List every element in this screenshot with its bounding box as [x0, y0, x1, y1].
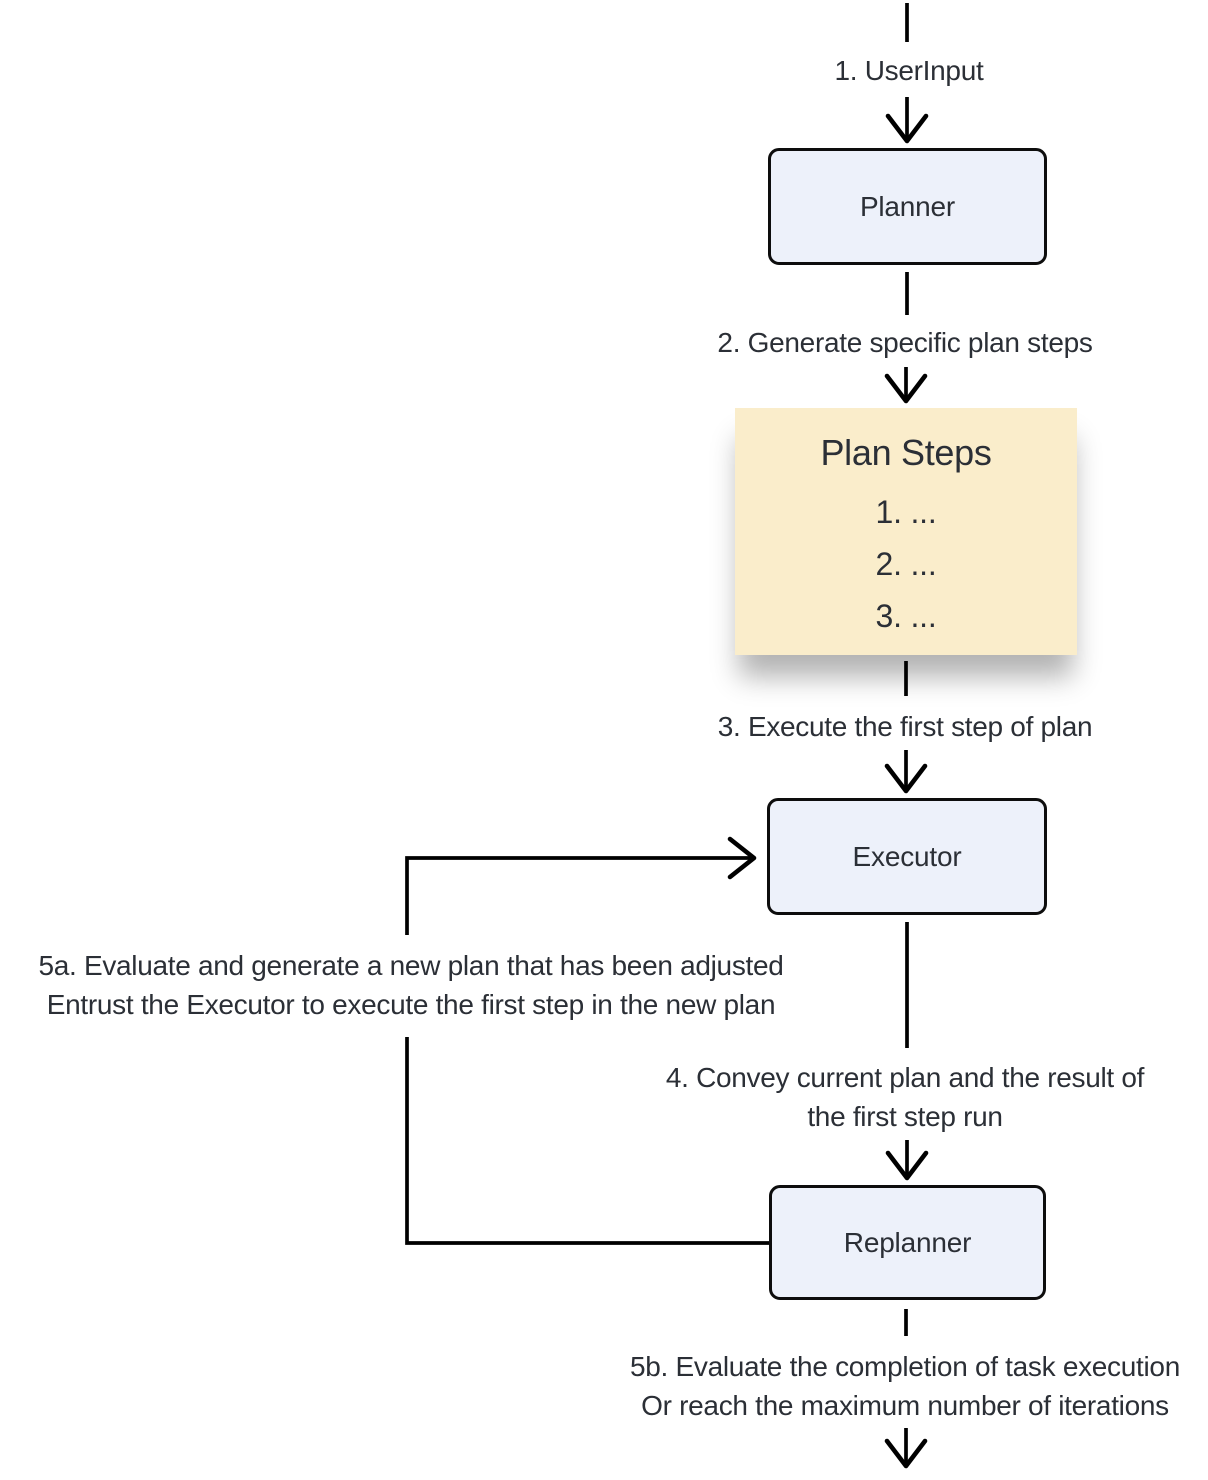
plan-steps-item-3: 3. ...	[875, 598, 937, 634]
arrowhead-down-executor-icon	[884, 763, 928, 794]
arrowhead-down-plansteps-icon	[884, 373, 928, 404]
plan-steps-item-1: 1. ...	[875, 494, 937, 530]
edge-label-step5a-line2: Entrust the Executor to execute the firs…	[46, 989, 776, 1020]
executor-node-label: Executor	[852, 840, 962, 872]
planner-node: Planner	[768, 148, 1047, 265]
edge-replanner-loop-lower-line	[405, 1037, 769, 1245]
arrowhead-right-executor-icon	[727, 836, 757, 880]
replanner-node: Replanner	[769, 1185, 1046, 1300]
executor-node: Executor	[767, 798, 1047, 915]
edge-label-step1: 1. UserInput	[834, 55, 984, 86]
edge-label-step4-line1: 4. Convey current plan and the result of	[665, 1062, 1145, 1093]
edge-label-step5b-line1: 5b. Evaluate the completion of task exec…	[630, 1351, 1180, 1382]
edge-replanner-loop-upper-line	[405, 856, 752, 935]
plan-steps-item-2: 2. ...	[875, 546, 937, 582]
replanner-node-label: Replanner	[843, 1226, 972, 1258]
edge-label-step4: 4. Convey current plan and the result of…	[665, 1058, 1145, 1136]
edge-label-step5b: 5b. Evaluate the completion of task exec…	[630, 1347, 1180, 1425]
arrowhead-down-planner-icon	[885, 113, 929, 144]
edge-label-step5a: 5a. Evaluate and generate a new plan tha…	[38, 946, 783, 1024]
edge-label-step4-line2: the first step run	[807, 1101, 1003, 1132]
edge-label-step5a-line1: 5a. Evaluate and generate a new plan tha…	[38, 950, 784, 981]
edge-label-step2: 2. Generate specific plan steps	[717, 327, 1093, 358]
plan-steps-node: Plan Steps 1. ... 2. ... 3. ...	[735, 408, 1077, 655]
arrowhead-down-replanner-icon	[885, 1150, 929, 1181]
planner-node-label: Planner	[859, 190, 956, 222]
arrowhead-down-exit-icon	[884, 1438, 928, 1469]
plan-steps-title: Plan Steps	[820, 432, 992, 473]
edge-label-step5b-line2: Or reach the maximum number of iteration…	[641, 1390, 1169, 1421]
edge-label-step3: 3. Execute the first step of plan	[717, 711, 1093, 742]
